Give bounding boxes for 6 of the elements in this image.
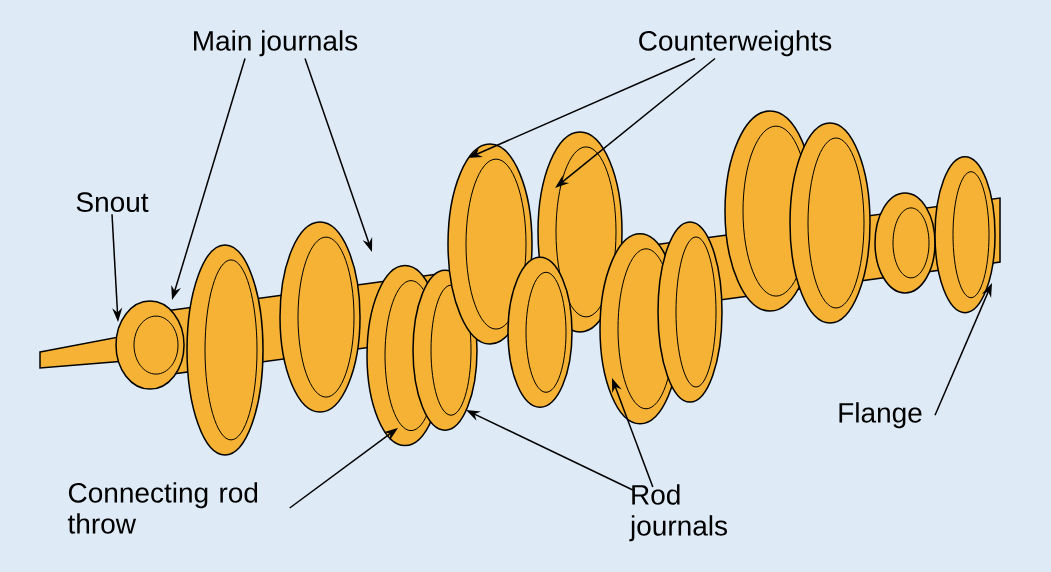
label-text: Snout [76, 192, 149, 212]
label-text: Connecting rod throw [67, 482, 258, 534]
label-text: Rod journals [629, 484, 727, 542]
label-text: Main journals [194, 30, 358, 57]
label-text: Flange [839, 402, 922, 429]
label-text: Counterweights [639, 30, 832, 57]
